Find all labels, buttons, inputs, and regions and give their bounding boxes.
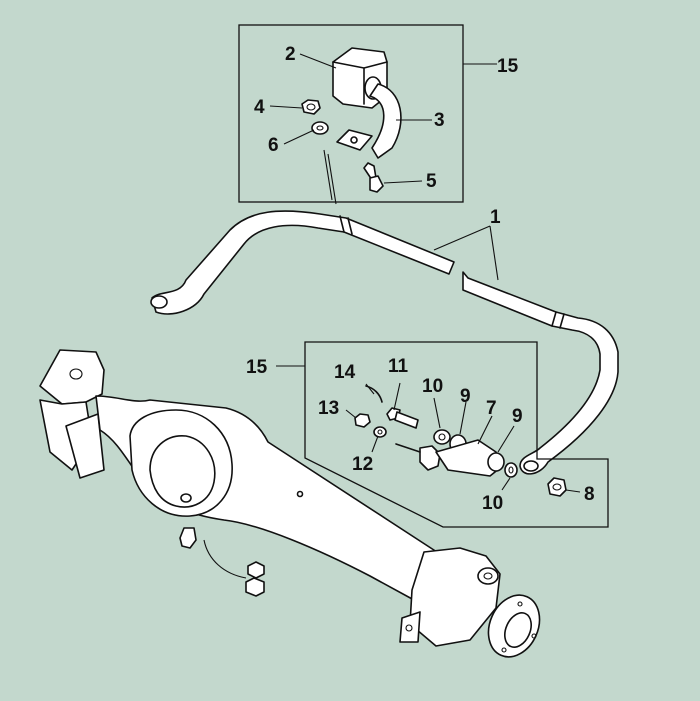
callout-9-left: 9 bbox=[460, 386, 471, 407]
callout-12: 12 bbox=[352, 454, 373, 475]
callout-2: 2 bbox=[285, 44, 296, 65]
axle-casing bbox=[39, 349, 541, 658]
callout-10-lower: 10 bbox=[482, 493, 503, 514]
callout-labels: 1 2 3 4 5 6 7 8 9 9 10 10 11 12 13 14 15… bbox=[246, 44, 595, 514]
callout-7: 7 bbox=[486, 398, 497, 419]
callout-13: 13 bbox=[318, 398, 339, 419]
lower-kit-box bbox=[276, 341, 609, 528]
callout-4: 4 bbox=[254, 97, 265, 118]
callout-10-upper: 10 bbox=[422, 376, 443, 397]
anti-roll-bar bbox=[150, 210, 619, 475]
bolt-part bbox=[363, 162, 384, 193]
callout-14: 14 bbox=[334, 362, 356, 383]
drain-plugs bbox=[179, 527, 265, 597]
callout-11: 11 bbox=[388, 356, 409, 377]
link-assembly bbox=[345, 382, 581, 497]
washer-part bbox=[311, 121, 329, 135]
nut-part bbox=[301, 99, 321, 115]
callout-15-lower: 15 bbox=[246, 357, 268, 378]
upper-kit-box bbox=[238, 24, 497, 203]
callout-8: 8 bbox=[584, 484, 595, 505]
clamp-part bbox=[369, 83, 402, 159]
callout-3: 3 bbox=[434, 110, 445, 131]
upper-leaders bbox=[269, 53, 432, 184]
callout-9-right: 9 bbox=[512, 406, 523, 427]
callout-5: 5 bbox=[426, 171, 437, 192]
callout-1: 1 bbox=[490, 207, 501, 228]
callout-6: 6 bbox=[268, 135, 279, 156]
callout-15-upper: 15 bbox=[497, 56, 519, 77]
